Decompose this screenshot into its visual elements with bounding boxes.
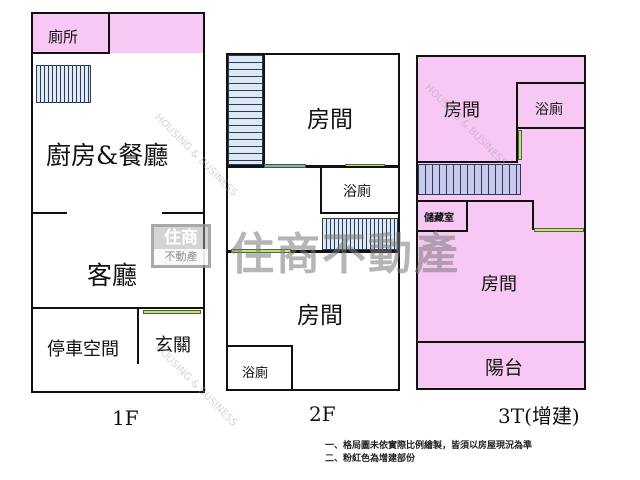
wall-stair-right — [263, 55, 265, 167]
window-2f-bedroom-door — [264, 164, 306, 168]
wall-entrance-left — [137, 309, 139, 364]
wall-3t-storage-top — [418, 200, 534, 202]
staircase-2f-upper — [228, 55, 263, 165]
window-3t-bath-door — [518, 130, 522, 160]
watermark-main-text: 住商不動產 — [230, 229, 460, 280]
room-label-storage: 儲藏室 — [424, 213, 454, 224]
room-toilet-1f — [31, 12, 110, 54]
wall-3t-bedroom-right — [516, 127, 518, 163]
watermark-logo: 住商 不動產 — [151, 224, 211, 268]
wall-3t-step — [532, 200, 534, 230]
floor-2f-outline — [226, 53, 400, 391]
wall-stub-left — [33, 212, 67, 214]
wall-bedroom-bottom — [228, 165, 398, 168]
staircase-2f-lower — [322, 218, 398, 250]
room-label-bedroom-3t-rear: 房間 — [481, 274, 517, 295]
staircase-1f — [36, 65, 91, 103]
wall-3t-bedroom-bottom — [418, 161, 518, 163]
floor-3t-outline — [416, 55, 586, 390]
room-label-kitchen-dining: 廚房&餐廳 — [46, 141, 169, 170]
window-2f-rear — [231, 249, 291, 253]
floor-label-1f: 1F — [112, 406, 139, 430]
room-label-bedroom-2f-rear: 房間 — [297, 303, 343, 329]
watermark-logo-bottom: 不動產 — [154, 249, 208, 265]
note-2: 二、粉紅色為增建部份 — [325, 454, 416, 464]
room-label-entrance: 玄關 — [155, 335, 191, 356]
room-label-bedroom-2f-front: 房間 — [307, 107, 353, 133]
watermark-logo-top: 住商 — [164, 228, 198, 248]
room-label-living-room: 客廳 — [87, 261, 138, 290]
notes: 一、格局圖未依實際比例繪製，皆須以房屋現況為準 二、粉紅色為增建部份 — [325, 440, 532, 466]
room-storage-3t — [416, 200, 468, 232]
wall-stub-right — [162, 212, 204, 214]
room-label-bathroom-2f-mid: 浴廁 — [343, 184, 371, 200]
room-bathroom-2f-mid — [320, 166, 400, 214]
wall-3t-balcony-top — [418, 341, 584, 343]
window-3t-rear — [534, 228, 584, 232]
floor-label-2f: 2F — [309, 402, 336, 426]
room-label-bedroom-3t-front: 房間 — [444, 100, 480, 121]
wall-2f-rear-top — [228, 250, 398, 253]
room-label-bathroom-3t: 浴廁 — [535, 102, 563, 118]
floor-label-3t: 3T(增建) — [498, 404, 580, 428]
note-1: 一、格局圖未依實際比例繪製，皆須以房屋現況為準 — [325, 441, 533, 451]
addition-area-1f-top — [33, 13, 203, 53]
room-label-toilet: 廁所 — [48, 28, 79, 46]
floor-1f-outline — [31, 12, 205, 393]
wall-parking-top — [33, 307, 204, 309]
room-bathroom-3t — [516, 82, 586, 129]
staircase-3t — [418, 164, 521, 195]
room-label-bathroom-2f-rear: 浴廁 — [242, 366, 269, 381]
room-label-balcony: 陽台 — [485, 357, 524, 379]
room-bathroom-2f-rear — [226, 345, 293, 391]
window-entrance — [143, 310, 201, 314]
room-label-parking: 停車空間 — [47, 339, 119, 360]
